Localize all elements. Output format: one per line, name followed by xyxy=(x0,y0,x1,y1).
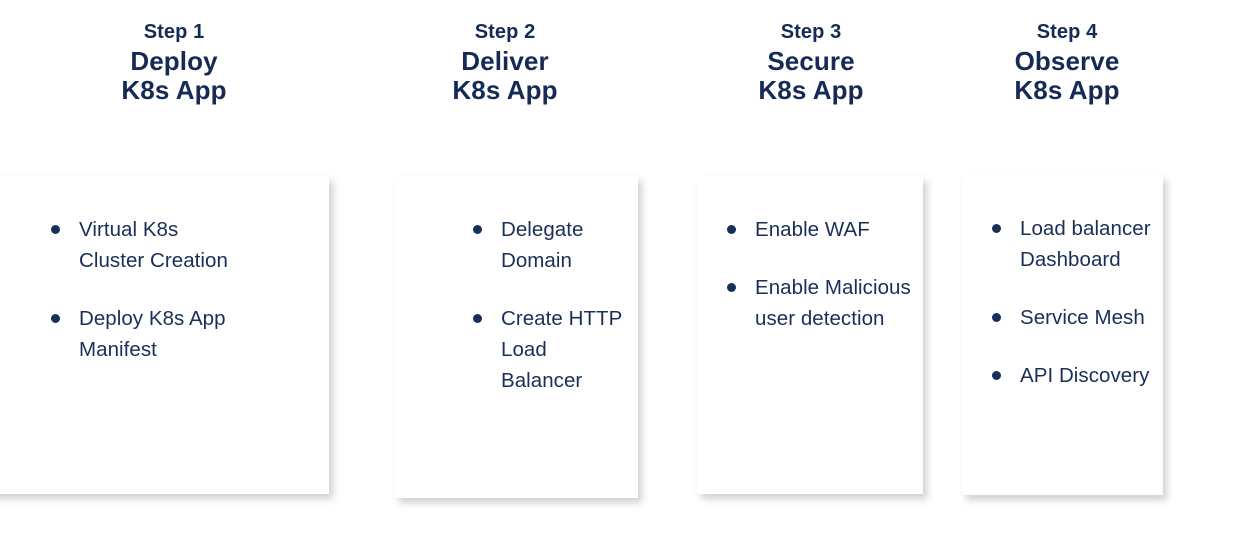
bullet-dot-icon xyxy=(727,225,736,234)
step-number-label-3: Step 3 xyxy=(780,21,842,43)
step-number-label-4: Step 4 xyxy=(1036,21,1098,43)
step-card-3: Enable WAF Enable Malicious user detecti… xyxy=(697,176,923,494)
step-card-1: Virtual K8s Cluster Creation Deploy K8s … xyxy=(0,176,329,494)
step-subtitle-3: K8s App xyxy=(758,75,864,105)
step-card-2: Delegate Domain Create HTTP Load Balance… xyxy=(395,176,638,498)
step-column-4: Step 4 Observe K8s App Load balancer Das… xyxy=(952,0,1182,548)
step-number-label-2: Step 2 xyxy=(474,21,536,43)
step-column-1: Step 1 Deploy K8s App Virtual K8s Cluste… xyxy=(0,0,348,548)
step-heading-2: Step 2 Deliver K8s App xyxy=(355,22,655,103)
bullet-dot-icon xyxy=(51,314,60,323)
step-subtitle-4: K8s App xyxy=(1014,75,1120,105)
bullet-dot-icon xyxy=(51,225,60,234)
bullet-text: Enable WAF xyxy=(755,218,870,241)
bullet-text: Enable Malicious user detection xyxy=(755,276,911,330)
step-title-4: Observe xyxy=(1014,46,1120,76)
step-bullet-list-3: Enable WAF Enable Malicious user detecti… xyxy=(727,214,917,334)
list-item: Enable Malicious user detection xyxy=(727,272,917,334)
bullet-text: Deploy K8s App Manifest xyxy=(79,307,226,361)
step-heading-4: Step 4 Observe K8s App xyxy=(952,22,1182,103)
step-heading-1: Step 1 Deploy K8s App xyxy=(0,22,348,103)
step-bullet-list-4: Load balancer Dashboard Service Mesh API… xyxy=(992,213,1159,391)
bullet-text: Load balancer Dashboard xyxy=(1020,217,1151,271)
bullet-dot-icon xyxy=(992,371,1001,380)
bullet-text: Create HTTP Load Balancer xyxy=(501,307,623,392)
step-column-3: Step 3 Secure K8s App Enable WAF Enable … xyxy=(680,0,942,548)
list-item: Service Mesh xyxy=(992,302,1159,333)
bullet-dot-icon xyxy=(473,225,482,234)
step-card-4: Load balancer Dashboard Service Mesh API… xyxy=(962,175,1163,495)
step-number-label-1: Step 1 xyxy=(143,21,205,43)
bullet-dot-icon xyxy=(727,283,736,292)
step-subtitle-1: K8s App xyxy=(121,75,227,105)
step-bullet-list-1: Virtual K8s Cluster Creation Deploy K8s … xyxy=(51,214,319,365)
list-item: API Discovery xyxy=(992,360,1159,391)
list-item: Deploy K8s App Manifest xyxy=(51,303,319,365)
bullet-dot-icon xyxy=(992,313,1001,322)
step-title-1: Deploy xyxy=(130,46,218,76)
bullet-text: Service Mesh xyxy=(1020,306,1145,329)
list-item: Create HTTP Load Balancer xyxy=(473,303,628,396)
step-title-2: Deliver xyxy=(461,46,549,76)
bullet-dot-icon xyxy=(473,314,482,323)
step-subtitle-2: K8s App xyxy=(452,75,558,105)
list-item: Enable WAF xyxy=(727,214,917,245)
list-item: Delegate Domain xyxy=(473,214,628,276)
step-title-3: Secure xyxy=(767,46,855,76)
list-item: Virtual K8s Cluster Creation xyxy=(51,214,319,276)
step-heading-3: Step 3 Secure K8s App xyxy=(680,22,942,103)
step-column-2: Step 2 Deliver K8s App Delegate Domain C… xyxy=(355,0,655,548)
bullet-text: Virtual K8s Cluster Creation xyxy=(79,218,228,272)
step-bullet-list-2: Delegate Domain Create HTTP Load Balance… xyxy=(473,214,628,396)
list-item: Load balancer Dashboard xyxy=(992,213,1159,275)
bullet-text: Delegate Domain xyxy=(501,218,584,272)
bullet-dot-icon xyxy=(992,224,1001,233)
bullet-text: API Discovery xyxy=(1020,364,1150,387)
